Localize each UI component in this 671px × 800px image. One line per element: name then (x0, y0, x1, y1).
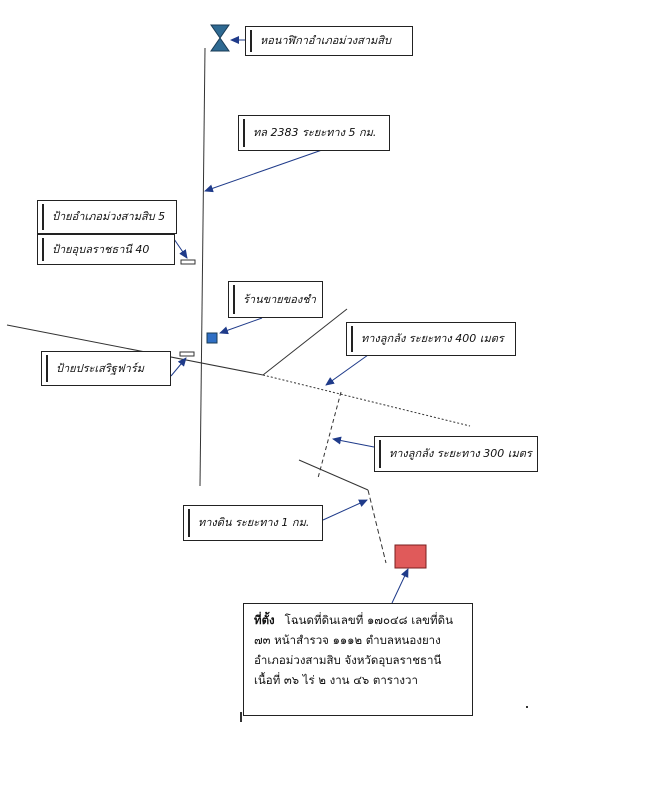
tower-label: หอนาฬิกาอำเภอม่วงสามสิบ (245, 26, 413, 56)
arrow-shop (219, 317, 263, 335)
gravel-400-label: ทางลูกลัง ระยะทาง 400 เมตร (346, 322, 516, 356)
location-line-4: เนื้อที่ ๓๖ ไร่ ๒ งาน ๔๖ ตารางวา (254, 673, 418, 688)
gravel-400-label-text: ทางลูกลัง ระยะทาง 400 เมตร (361, 332, 504, 345)
arrow-sign-farm (170, 357, 187, 377)
cross-road (6, 324, 264, 376)
scan-mark (240, 712, 242, 722)
dirt-1km-label-text: ทางดิน ระยะทาง 1 กม. (198, 516, 310, 529)
location-line-1: ที่ตั้ง โฉนดที่ดินเลขที่ ๑๗๐๔๘ เลขที่ดิน (254, 610, 464, 630)
sign-muang-label: ป้ายอำเภอม่วงสามสิบ 5 (37, 200, 177, 234)
main-road (199, 47, 206, 487)
sign-muang-label-text: ป้ายอำเภอม่วงสามสิบ 5 (52, 210, 166, 223)
square-marker-icon (206, 332, 218, 344)
tower-label-text: หอนาฬิกาอำเภอม่วงสามสิบ (260, 34, 391, 47)
shop-label-text: ร้านขายของชำ (243, 293, 316, 306)
road-2383-label: ทล 2383 ระยะทาง 5 กม. (238, 115, 390, 151)
gravel-300-label-text: ทางลูกลัง ระยะทาง 300 เมตร (389, 447, 532, 460)
dirt-road-solid (298, 459, 369, 491)
arrow-road-2383 (204, 149, 323, 193)
gravel-road-400 (262, 374, 471, 427)
sign-ubon-label: ป้ายอุบลราชธานี 40 (37, 234, 175, 265)
dirt-road-dashed (367, 489, 387, 564)
sign-farm-label: ป้ายประเสริฐฟาร์ม (41, 351, 171, 386)
location-info-box: ที่ตั้งโฉนดที่ดินเลขที่ ๑๗๐๔๘ เลขที่ดิน … (243, 603, 473, 716)
sign-ubon-label-text: ป้ายอุบลราชธานี 40 (52, 243, 150, 256)
gravel-road-300 (317, 391, 342, 479)
gravel-300-label: ทางลูกลัง ระยะทาง 300 เมตร (374, 436, 538, 472)
land-plot-icon (394, 544, 427, 569)
arrow-dirt (322, 499, 368, 521)
hourglass-tower-icon (210, 24, 230, 52)
location-line-3: อำเภอม่วงสามสิบ จังหวัดอุบลราชธานี (254, 653, 442, 668)
location-heading: ที่ตั้ง (254, 613, 275, 627)
arrow-site (391, 568, 409, 604)
shop-label: ร้านขายของชำ (228, 281, 323, 318)
dirt-1km-label: ทางดิน ระยะทาง 1 กม. (183, 505, 323, 541)
location-line-1-text: โฉนดที่ดินเลขที่ ๑๗๐๔๘ เลขที่ดิน (284, 613, 453, 627)
side-road (262, 308, 348, 376)
road-2383-label-text: ทล 2383 ระยะทาง 5 กม. (253, 126, 377, 139)
arrow-gravel-400 (325, 354, 369, 386)
arrow-gravel-300 (332, 436, 375, 448)
scan-dot (526, 706, 528, 708)
location-line-2: ๗๓ หน้าสำรวจ ๑๑๑๒ ตำบลหนองยาง (254, 633, 441, 648)
signpost-icon (180, 259, 196, 265)
arrow-sign-ubon (173, 238, 188, 259)
sign-farm-label-text: ป้ายประเสริฐฟาร์ม (56, 362, 144, 375)
signpost-icon (179, 351, 195, 357)
